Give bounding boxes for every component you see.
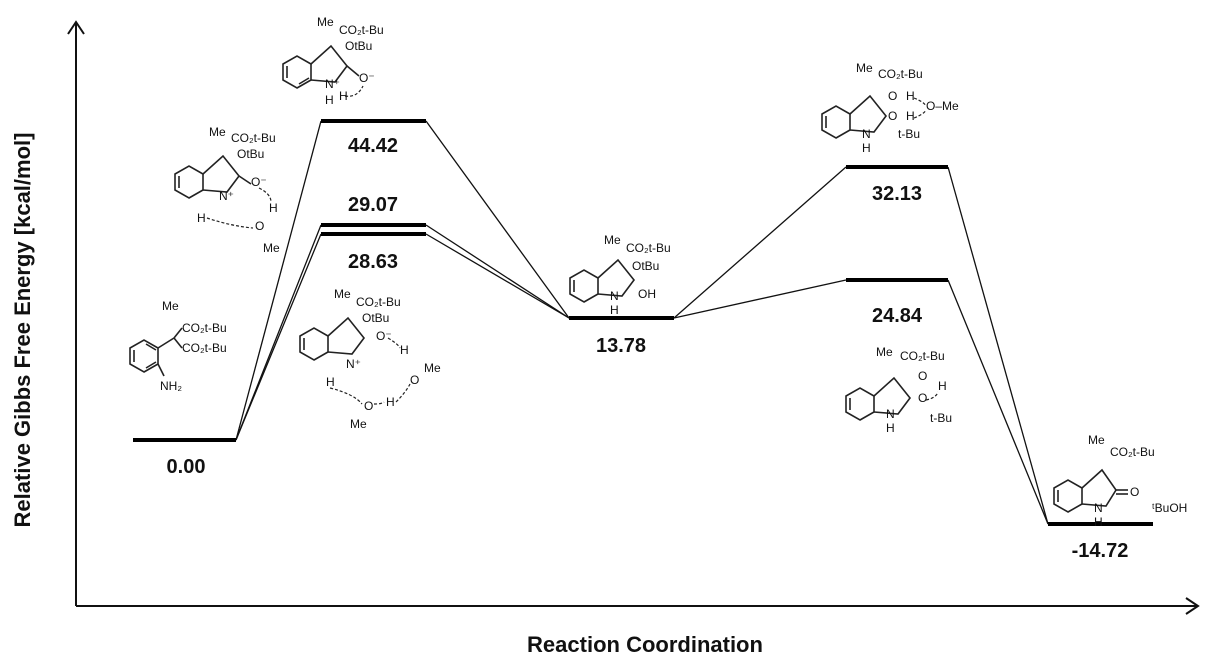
svg-text:H: H	[1094, 515, 1103, 529]
svg-text:CO₂t-Bu: CO₂t-Bu	[356, 295, 401, 309]
y-axis-title: Relative Gibbs Free Energy [kcal/mol]	[10, 133, 35, 528]
label-nh2: NH₂	[160, 379, 182, 393]
structure-ts2-methanol: Me CO₂t-Bu O H O H O–Me t-Bu N H	[821, 61, 959, 155]
path-ts1c-int	[425, 233, 570, 319]
svg-text:O: O	[255, 219, 264, 233]
energy-label-ts2-methanol: 32.13	[872, 183, 922, 205]
svg-text:N: N	[886, 407, 895, 421]
x-axis-arrow	[1185, 597, 1200, 615]
svg-text:t-Bu: t-Bu	[898, 127, 920, 141]
structure-ts1-methanol: Me CO₂t-Bu OtBu N⁺ O⁻ H H O Me	[174, 125, 280, 255]
energy-label-product: -14.72	[1072, 540, 1129, 562]
energy-label-reactant: 0.00	[167, 456, 206, 478]
svg-text:O: O	[888, 89, 897, 103]
svg-text:CO₂t-Bu: CO₂t-Bu	[339, 23, 384, 37]
path-r-ts1a	[235, 120, 322, 441]
svg-text:Me: Me	[263, 241, 280, 255]
svg-text:H: H	[906, 89, 915, 103]
svg-text:CO₂t-Bu: CO₂t-Bu	[231, 131, 276, 145]
svg-text:Me: Me	[1088, 433, 1105, 447]
structure-product: Me CO₂t-Bu O N H ᵗBuOH	[1053, 433, 1187, 529]
svg-text:H: H	[862, 141, 871, 155]
label-me: Me	[162, 299, 179, 313]
svg-text:H: H	[886, 421, 895, 435]
energy-label-ts1-direct: 44.42	[348, 135, 398, 157]
svg-text:O: O	[888, 109, 897, 123]
svg-text:Me: Me	[604, 233, 621, 247]
path-ts2b-p	[947, 279, 1049, 525]
svg-text:OH: OH	[638, 287, 656, 301]
svg-text:H: H	[610, 303, 619, 317]
svg-text:OtBu: OtBu	[237, 147, 264, 161]
svg-text:O: O	[918, 369, 927, 383]
svg-text:O: O	[410, 373, 419, 387]
svg-text:CO₂t-Bu: CO₂t-Bu	[878, 67, 923, 81]
label-co2tbu: CO₂t-Bu	[182, 321, 227, 335]
svg-text:CO₂t-Bu: CO₂t-Bu	[900, 349, 945, 363]
svg-text:Me: Me	[424, 361, 441, 375]
axes	[67, 20, 1200, 615]
svg-text:H: H	[938, 379, 947, 393]
energy-label-ts1-methanol: 29.07	[348, 194, 398, 216]
structure-ts1-direct: Me CO₂t-Bu OtBu N⁺ O⁻ H H	[282, 15, 384, 107]
svg-text:CO₂t-Bu: CO₂t-Bu	[1110, 445, 1155, 459]
svg-text:O⁻: O⁻	[359, 71, 375, 85]
path-int-ts2b	[673, 279, 847, 319]
energy-label-intermediate: 13.78	[596, 335, 646, 357]
energy-label-ts2-direct: 24.84	[872, 305, 923, 327]
y-axis-arrow	[67, 20, 85, 35]
svg-text:H: H	[325, 93, 334, 107]
path-int-ts2a	[673, 166, 847, 319]
svg-text:OtBu: OtBu	[362, 311, 389, 325]
svg-text:Me: Me	[856, 61, 873, 75]
svg-text:H: H	[269, 201, 278, 215]
svg-text:t-Bu: t-Bu	[930, 411, 952, 425]
svg-text:CO₂t-Bu: CO₂t-Bu	[626, 241, 671, 255]
svg-text:H: H	[906, 109, 915, 123]
energy-levels	[133, 119, 1153, 526]
pathway-lines	[235, 120, 1049, 525]
svg-text:Me: Me	[350, 417, 367, 431]
x-axis-title: Reaction Coordination	[527, 632, 763, 657]
svg-text:H: H	[339, 89, 348, 103]
svg-text:OtBu: OtBu	[345, 39, 372, 53]
svg-text:H: H	[386, 395, 395, 409]
svg-text:O⁻: O⁻	[251, 175, 267, 189]
svg-text:O–Me: O–Me	[926, 99, 959, 113]
svg-text:N⁺: N⁺	[346, 357, 361, 371]
svg-text:O: O	[364, 399, 373, 413]
energy-label-ts1-two-methanol: 28.63	[348, 251, 398, 273]
structure-ts2-direct: Me CO₂t-Bu O H O t-Bu N H	[845, 345, 952, 435]
svg-text:N⁺: N⁺	[325, 77, 340, 91]
structure-reactant: Me CO₂t-Bu CO₂t-Bu NH₂	[129, 299, 227, 393]
svg-text:H: H	[400, 343, 409, 357]
path-ts1a-int	[425, 120, 570, 319]
structure-intermediate: Me CO₂t-Bu OtBu N H OH	[569, 233, 671, 317]
path-ts2a-p	[947, 166, 1049, 525]
svg-text:O⁻: O⁻	[376, 329, 392, 343]
svg-text:N: N	[862, 127, 871, 141]
label-co2tbu: CO₂t-Bu	[182, 341, 227, 355]
svg-text:N: N	[1094, 501, 1103, 515]
svg-text:O: O	[918, 391, 927, 405]
svg-text:H: H	[197, 211, 206, 225]
path-r-ts1c	[235, 233, 322, 441]
svg-text:O: O	[1130, 485, 1139, 499]
svg-text:ᵗBuOH: ᵗBuOH	[1152, 501, 1187, 515]
structure-ts1-two-methanol: Me CO₂t-Bu OtBu N⁺ O⁻ H H O H O Me Me	[299, 287, 441, 431]
svg-text:N: N	[610, 289, 619, 303]
svg-text:OtBu: OtBu	[632, 259, 659, 273]
svg-text:N⁺: N⁺	[219, 189, 234, 203]
svg-text:Me: Me	[334, 287, 351, 301]
svg-text:H: H	[326, 375, 335, 389]
svg-text:Me: Me	[876, 345, 893, 359]
energy-labels: 0.00 44.42 29.07 28.63 13.78 32.13 24.84…	[167, 135, 1129, 562]
svg-text:Me: Me	[209, 125, 226, 139]
path-ts1b-int	[425, 224, 570, 319]
svg-text:Me: Me	[317, 15, 334, 29]
